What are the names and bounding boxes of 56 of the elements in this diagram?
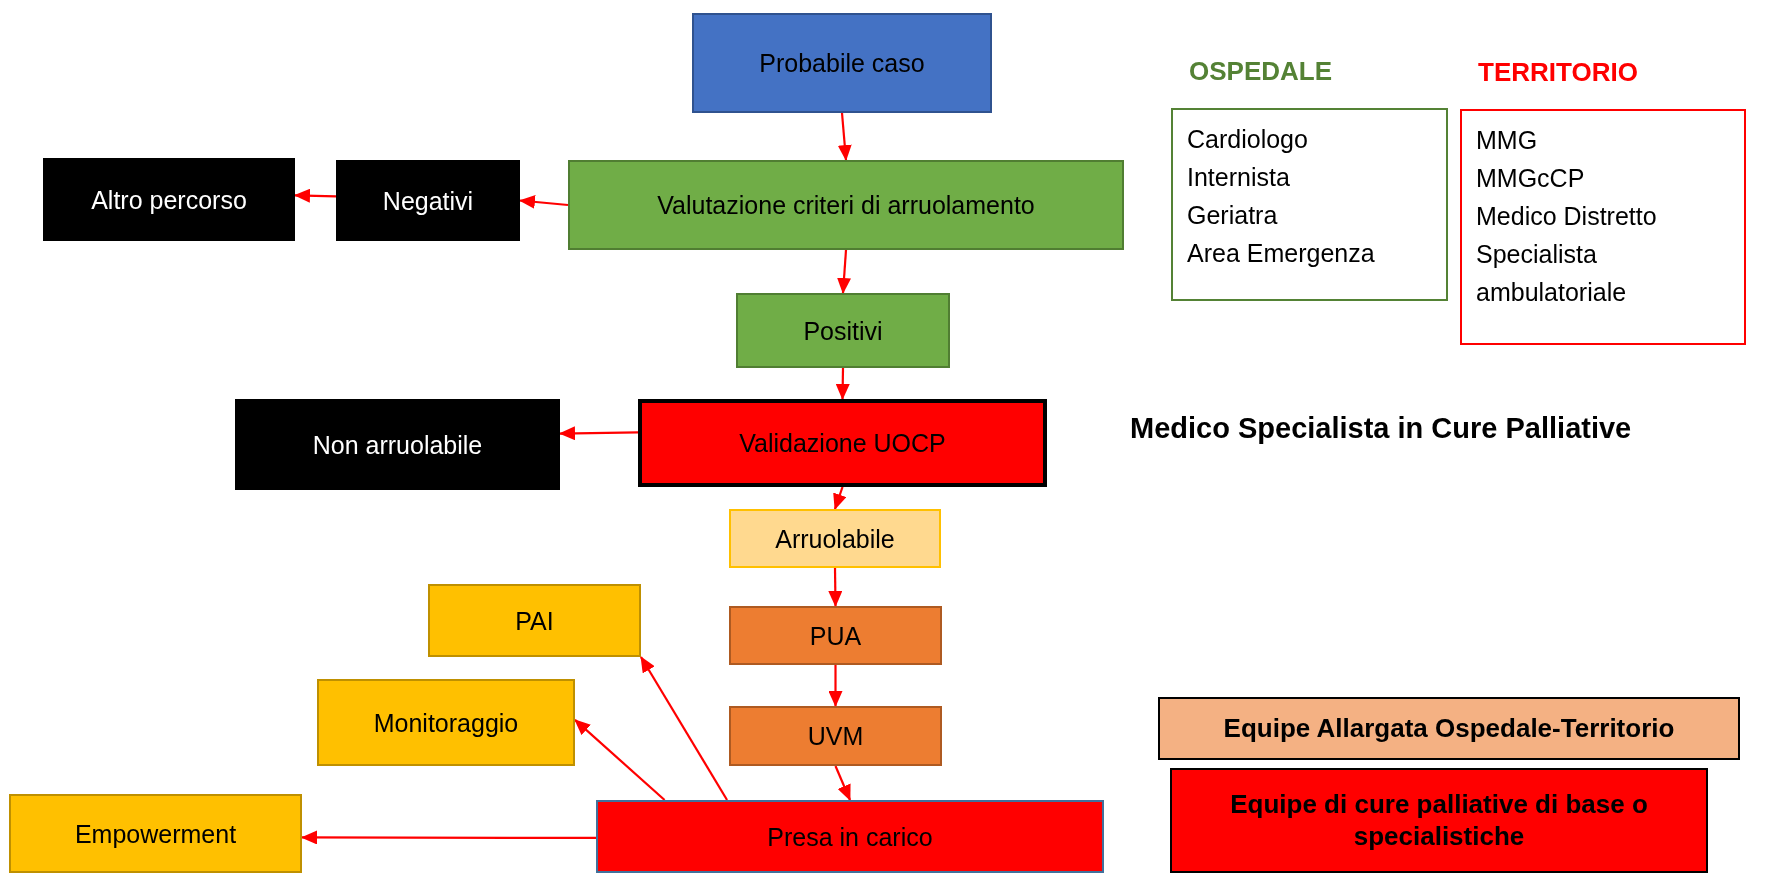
process-box <box>568 160 1124 250</box>
arrow <box>835 368 850 400</box>
outcome-box <box>317 679 575 766</box>
box-label: Positivi <box>803 315 883 346</box>
arrow <box>519 194 569 209</box>
box-label: Arruolabile <box>775 523 895 554</box>
arrow <box>640 656 728 801</box>
list-item: Geriatra <box>1187 200 1278 231</box>
arrow <box>833 486 847 510</box>
outcome-box <box>43 158 295 241</box>
outcome-box <box>235 399 560 490</box>
box-label: Altro percorso <box>91 184 247 215</box>
list-item: Area Emergenza <box>1187 238 1375 269</box>
list-item: MMGcCP <box>1476 163 1585 194</box>
arrow <box>837 112 852 161</box>
list-item: Internista <box>1187 162 1290 193</box>
arrow <box>559 426 638 441</box>
box-label: Equipe Allargata Ospedale-Territorio <box>1223 712 1675 745</box>
process-box <box>736 293 950 368</box>
outcome-box <box>428 584 641 657</box>
process-box <box>638 399 1047 487</box>
box-label: Empowerment <box>74 818 237 849</box>
box-label: Non arruolabile <box>312 429 483 460</box>
box-label: PUA <box>809 620 862 651</box>
process-box <box>596 800 1104 873</box>
box-label: Presa in carico <box>767 821 933 852</box>
outcome-box <box>9 794 302 873</box>
box-label: UVM <box>807 721 864 751</box>
list-item: MMG <box>1476 125 1538 156</box>
box-label: Validazione UOCP <box>739 428 946 458</box>
box-label: Monitoraggio <box>373 707 519 738</box>
list-item: Specialista ambulatoriale <box>1476 239 1628 308</box>
team-box <box>1170 768 1708 873</box>
box-label: Equipe di cure palliative di base o specialistiche <box>1229 789 1649 852</box>
process-box <box>729 706 942 766</box>
list-item: Cardiologo <box>1187 124 1308 155</box>
box-label: Negativi <box>382 185 474 216</box>
list-item: Medico Distretto <box>1476 201 1657 232</box>
arrow <box>837 249 852 294</box>
box-label: Valutazione criteri di arruolamento <box>657 190 1035 220</box>
arrow <box>828 665 843 707</box>
box-label: Probabile caso <box>759 48 925 78</box>
role-label: Medico Specialista in Cure Palliative <box>1130 412 1632 445</box>
process-box <box>729 606 942 665</box>
process-box <box>692 13 992 113</box>
process-box <box>729 509 941 568</box>
column-heading: OSPEDALE <box>1189 55 1333 88</box>
arrow <box>294 188 337 203</box>
arrow <box>301 830 596 845</box>
arrow <box>834 765 851 801</box>
outcome-box <box>336 160 520 241</box>
box-label: PAI <box>515 605 554 636</box>
arrow <box>574 719 666 801</box>
column-heading: TERRITORIO <box>1478 56 1638 89</box>
arrow <box>828 568 843 607</box>
team-box <box>1158 697 1740 760</box>
